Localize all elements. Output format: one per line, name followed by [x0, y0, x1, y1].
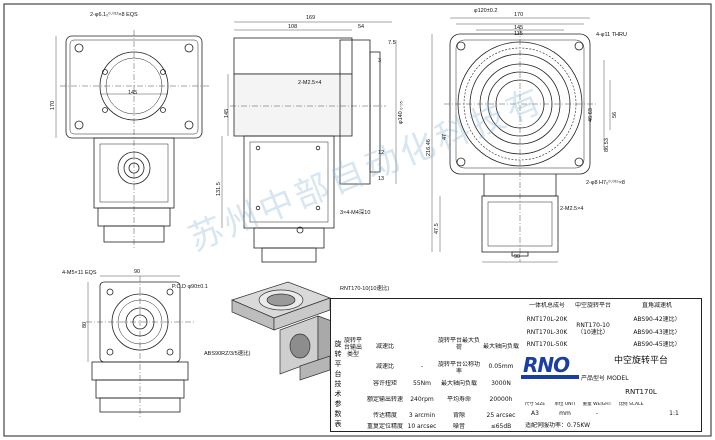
row4-value: 10 arcsec [407, 423, 437, 430]
top-dim-bottom: 47.5 [434, 223, 440, 234]
top-dim-90: 90 [514, 254, 521, 260]
row4-value2: ≤65dB [490, 423, 512, 430]
row4-label2: 噪音 [452, 423, 465, 430]
order-row2-col2: ABS90-45速比） [633, 341, 681, 348]
top-dim-rt1: 86.53 [604, 138, 610, 152]
title-block: 旋转平台技术参数表 旋转平台输出类型 减速比 旋转平台最大负荷 最大轴向负载 减… [330, 298, 702, 432]
rno-logo: RNO [523, 353, 570, 377]
size-value: A3 [531, 410, 539, 417]
side-dim-e: 12 [378, 150, 385, 156]
side-dim-f: 13 [378, 176, 385, 182]
row2-value: 240rpm [410, 396, 434, 403]
side-view [221, 21, 397, 263]
order-row1-col0: RNT170L-30K [526, 329, 568, 336]
row1-value: 55Nm [413, 380, 431, 387]
row2-label: 额定输出转速 [366, 396, 403, 403]
scale-value: 1:1 [669, 410, 679, 417]
side-dim-h: 131.5 [216, 182, 222, 196]
row1-label2: 最大轴向负载 [440, 380, 477, 387]
top-dim-inner: 145 [514, 25, 524, 31]
model-value: RNT170L [625, 389, 657, 396]
top-dim-outer: 170 [514, 12, 524, 18]
top-dim-left: 216.46 [426, 139, 432, 156]
side-m4-note: 3×4-M4深10 [340, 210, 371, 216]
order-header-2: 直角减速机 [641, 302, 672, 309]
small-dim-h: 80 [82, 321, 88, 328]
row3-label2: 背隙 [452, 412, 465, 419]
spec-header-1: 减速比 [375, 343, 394, 350]
spec-header-2: 旋转平台最大负荷 [437, 337, 480, 351]
side-dim-d: 3 [378, 58, 382, 64]
row0-value: - [420, 363, 424, 370]
front-holes-note: 2-φ6.1₀⁰·⁰¹²×8 EQS [90, 12, 138, 18]
top-dim-rt3: 46.63 [588, 108, 594, 122]
scale-label: 比例 SCALE [618, 402, 644, 407]
weight-label: 重量 WEIGHT [582, 402, 612, 407]
row4-label: 重复定位精度 [366, 423, 403, 430]
top-dim-circle: φ120±0.2 [474, 8, 498, 14]
unit-value: mm [559, 410, 571, 417]
row1-value2: 3000N [491, 380, 511, 387]
top-dim-47: 47 [442, 133, 448, 140]
iso-model-note: RNT170-10(10速比) [340, 286, 390, 292]
small-dim-pcd: P.C.D φ90±0.1 [172, 284, 208, 290]
row0-value2: 0.05mm [488, 363, 514, 370]
iso-view [231, 281, 341, 381]
motor-note: 适配伺服功率：0.75KW [525, 422, 591, 429]
row3-value2: 25 arcsec [486, 412, 516, 419]
side-dim-a: 108 [288, 24, 298, 30]
top-view [431, 17, 611, 263]
side-dim-g: 145 [224, 108, 230, 118]
top-dim-small: 115 [514, 31, 523, 37]
spec-header-3: 最大轴向负载 [482, 343, 519, 350]
top-m2-note: 2-M2.5×4 [560, 206, 584, 212]
side-dim-b: 54 [358, 24, 365, 30]
model-label: 产品型号 MODEL [581, 375, 629, 382]
front-dim-width: 145 [128, 90, 138, 96]
side-m2-note: 2-M2.5×4 [298, 80, 322, 86]
top-holes-note: 2-φ8 H7₀⁰·⁰¹⁵×8 [586, 180, 625, 186]
iso-motor-note: ABS90RZ/3/5速比) [204, 351, 251, 357]
spec-vertical-title: 旋转平台技术参数表 [334, 340, 342, 428]
order-row0-col0: RNT170L-20K [526, 316, 568, 323]
order-row0-col2: ABS90-42速比） [633, 316, 681, 323]
top-dim-rt2: 56 [612, 111, 618, 118]
order-header-1: 中空旋转平台 [574, 302, 611, 309]
order-row1-col2: ABS90-43速比） [633, 329, 681, 336]
front-dim-height: 170 [50, 100, 56, 110]
front-view [55, 30, 210, 248]
outer-frame [3, 3, 712, 437]
row0-label: 减速比 [375, 363, 394, 370]
row3-value: 3 arcmin [408, 412, 436, 419]
side-dim-total: 169 [306, 15, 316, 21]
spec-header-0: 旋转平台输出类型 [343, 337, 362, 358]
side-dim-c: 7.5 [388, 40, 396, 46]
order-row2-col0: RNT170L-50K [526, 341, 568, 348]
order-header-0: 一体机总成号 [528, 302, 565, 309]
row3-label: 传达精度 [372, 412, 397, 419]
order-row0-col1: RNT170-10（10速比） [576, 322, 610, 336]
product-name: 中空旋转平台 [613, 356, 668, 366]
row0-label2: 旋转平台公称功率 [437, 361, 480, 375]
small-dim-90: 90 [134, 269, 141, 275]
unit-label: 单位 UNIT [554, 402, 576, 407]
row2-label2: 平均寿命 [446, 396, 471, 403]
weight-value: - [595, 410, 599, 417]
side-dim-dia: φ140 ₀·₀₅ [398, 101, 404, 124]
row2-value2: 20000h [489, 396, 513, 403]
logo-underline [521, 375, 579, 379]
small-view [86, 275, 196, 418]
row1-label: 容许扭矩 [372, 380, 397, 387]
size-label: 尺寸 SIZE [524, 402, 546, 407]
small-holes-note: 4-M5×11 EQS [62, 270, 97, 276]
top-thru-note: 4-φ11 THRU [596, 32, 627, 38]
